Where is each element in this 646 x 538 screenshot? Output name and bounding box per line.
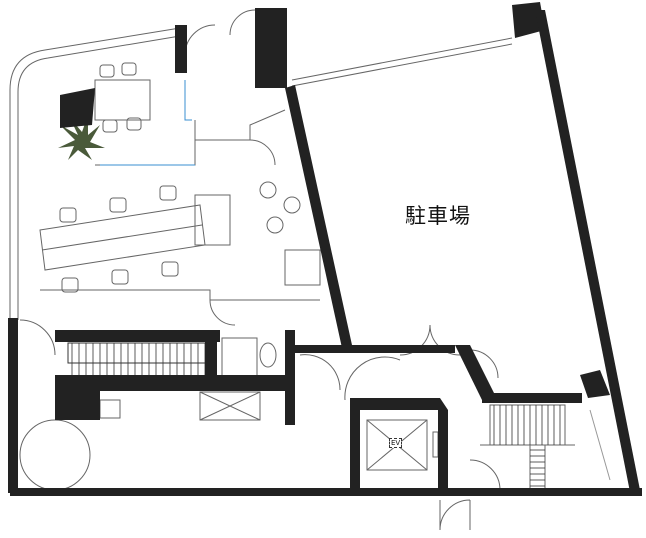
parking-label: 駐車場 (405, 204, 471, 228)
plant-icon (58, 115, 105, 160)
parking-opening (291, 37, 513, 87)
elevator-car (366, 419, 428, 471)
elevator-label: EV (389, 438, 403, 448)
chairs (59, 62, 301, 293)
meeting-table (94, 79, 151, 121)
reception-counter (194, 194, 231, 246)
glass-partition (100, 80, 195, 166)
walls (8, 2, 642, 496)
stairs-main (67, 342, 209, 364)
restroom (221, 337, 258, 379)
toilet-icon (259, 342, 277, 368)
curtain-wall (9, 27, 181, 320)
